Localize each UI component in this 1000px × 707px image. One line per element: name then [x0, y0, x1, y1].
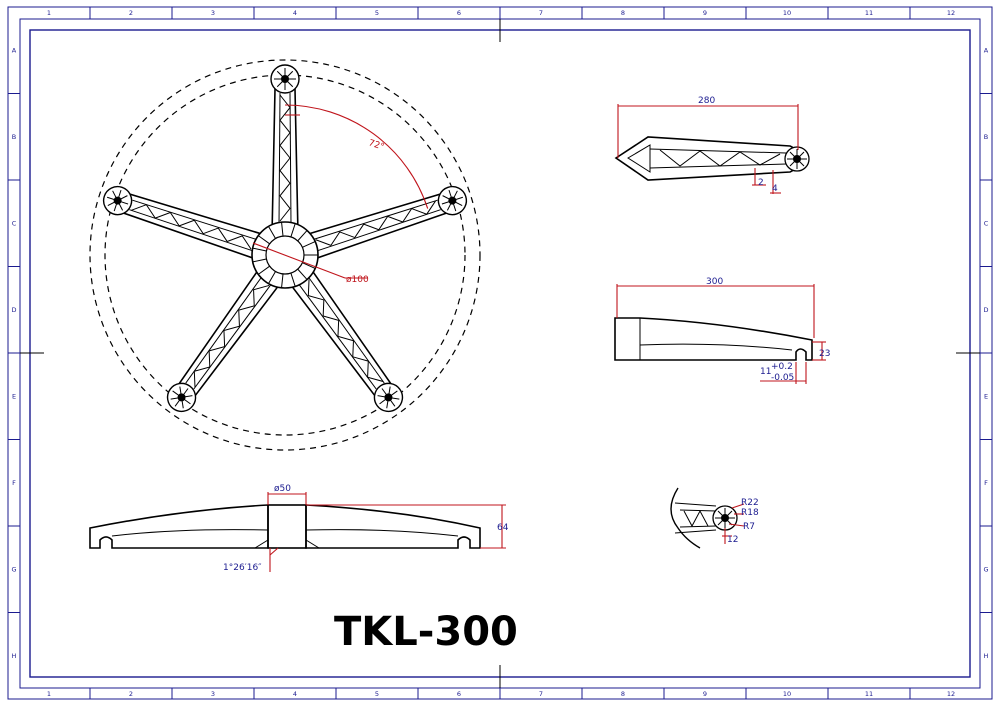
row-label-C: C [984, 219, 989, 227]
top-view: 72° ø100 [89, 59, 481, 451]
column-label-7: 7 [539, 9, 543, 17]
column-label-6: 6 [457, 690, 461, 698]
column-label-5: 5 [375, 690, 379, 698]
angle-label: 72° [367, 138, 385, 152]
row-label-C: C [12, 219, 17, 227]
star-base-arms [102, 64, 468, 413]
caster-circle-outer [89, 59, 481, 451]
frame-ticks [8, 7, 992, 699]
column-label-5: 5 [375, 9, 379, 17]
caster-detail: R22 R18 R7 12 [670, 487, 759, 549]
column-label-10: 10 [783, 9, 791, 17]
row-label-B: B [12, 133, 16, 141]
column-label-8: 8 [621, 690, 625, 698]
row-label-B: B [984, 133, 988, 141]
hub-diameter-label: ø100 [346, 275, 369, 285]
base-length-label: 300 [706, 277, 723, 287]
row-label-A: A [984, 46, 989, 54]
radius-18-label: R18 [741, 508, 759, 518]
base-height-label: 23 [819, 349, 830, 359]
angle-dimension [284, 104, 429, 209]
detail-12-label: 12 [727, 535, 738, 545]
base-side-view: ø50 64 1°26′16″ [89, 484, 509, 573]
column-label-2: 2 [129, 690, 133, 698]
column-label-3: 3 [211, 9, 215, 17]
tolerance-minus: -0.05 [771, 373, 794, 383]
row-label-D: D [11, 306, 16, 314]
column-label-2: 2 [129, 9, 133, 17]
row-label-F: F [984, 479, 988, 487]
arm-side-view: 300 23 11 +0.2 -0.05 [614, 277, 830, 384]
star-arm [270, 64, 300, 236]
arm-dim-2: 2 [758, 178, 764, 188]
star-arm [166, 262, 285, 413]
column-label-4: 4 [293, 690, 297, 698]
hub-diameter-leader [252, 242, 368, 279]
star-arm [285, 262, 404, 413]
arm-dim-4: 4 [772, 184, 778, 194]
star-arm [102, 185, 272, 263]
socket-diameter-label: ø50 [274, 484, 291, 494]
draft-angle-label: 1°26′16″ [223, 563, 262, 573]
row-label-H: H [12, 652, 17, 660]
arm-length-label: 280 [698, 96, 715, 106]
tolerance-nominal: 11 [760, 367, 771, 377]
column-label-3: 3 [211, 690, 215, 698]
row-label-G: G [983, 565, 988, 573]
column-label-6: 6 [457, 9, 461, 17]
column-label-9: 9 [703, 690, 707, 698]
column-label-11: 11 [865, 9, 873, 17]
column-label-1: 1 [47, 9, 51, 17]
column-label-11: 11 [865, 690, 873, 698]
tolerance-plus: +0.2 [771, 362, 793, 372]
column-label-4: 4 [293, 9, 297, 17]
row-label-E: E [12, 392, 16, 400]
column-label-7: 7 [539, 690, 543, 698]
column-label-12: 12 [947, 690, 955, 698]
column-label-9: 9 [703, 9, 707, 17]
row-label-H: H [984, 652, 989, 660]
star-arm [298, 185, 468, 263]
column-label-10: 10 [783, 690, 791, 698]
drawing-title: TKL-300 [334, 609, 518, 655]
center-marks [20, 19, 980, 688]
radius-7-label: R7 [743, 522, 755, 532]
column-label-8: 8 [621, 9, 625, 17]
column-label-12: 12 [947, 9, 955, 17]
row-label-E: E [984, 392, 988, 400]
drawing-frame [7, 6, 993, 700]
radius-22-label: R22 [741, 498, 759, 508]
row-label-F: F [12, 479, 16, 487]
total-height-label: 64 [497, 523, 509, 533]
column-label-1: 1 [47, 690, 51, 698]
row-label-G: G [11, 565, 16, 573]
arm-top-view: 280 2 4 [614, 96, 810, 194]
row-label-D: D [983, 306, 988, 314]
row-label-A: A [12, 46, 17, 54]
